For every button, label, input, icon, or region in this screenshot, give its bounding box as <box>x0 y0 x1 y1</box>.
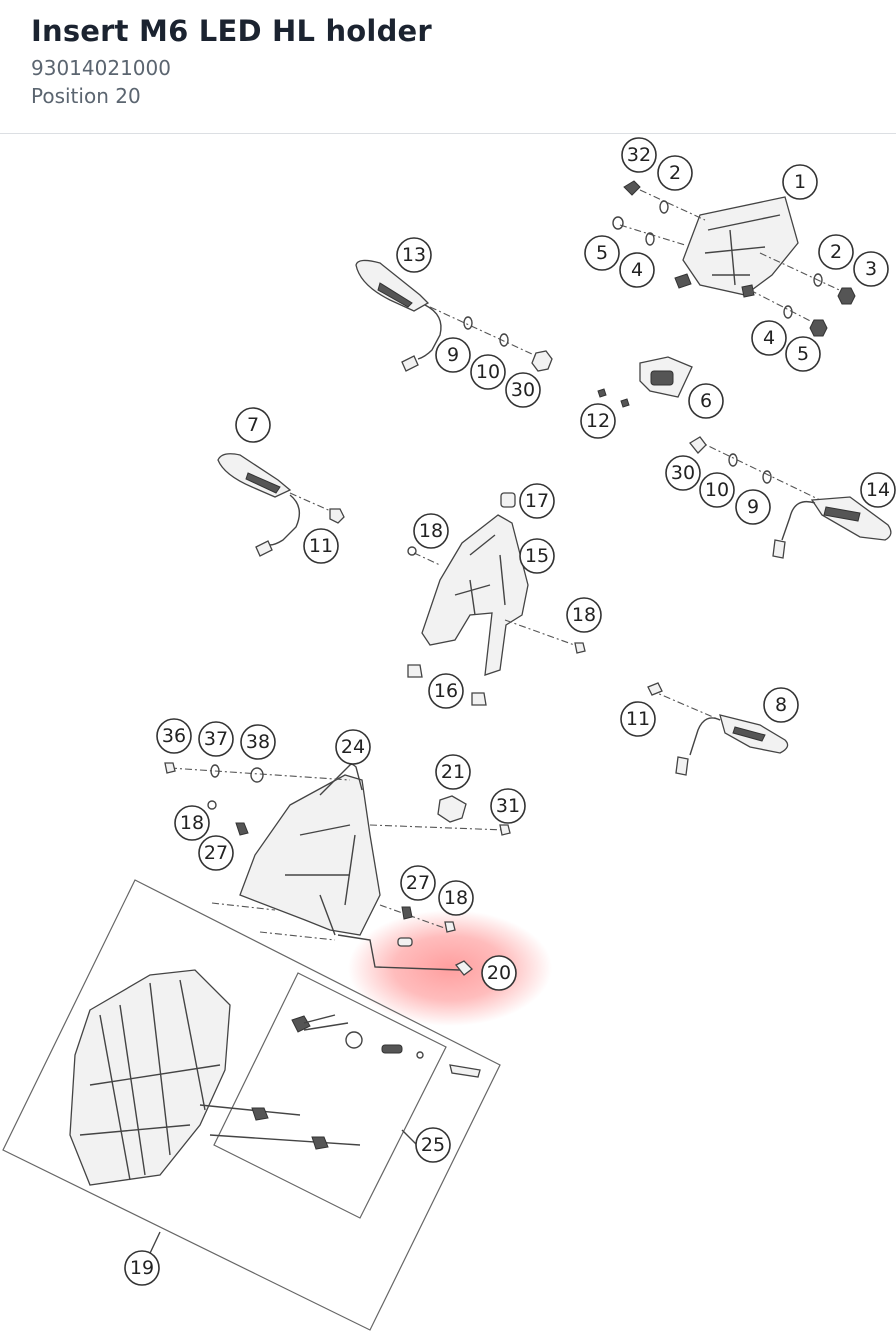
svg-text:19: 19 <box>130 1257 154 1279</box>
svg-text:10: 10 <box>476 361 500 383</box>
turn-signal-7 <box>217 453 345 557</box>
svg-text:11: 11 <box>626 708 650 730</box>
callout-13[interactable]: 13 <box>396 237 432 273</box>
callout-12[interactable]: 12 <box>580 403 616 439</box>
part-number: 93014021000 <box>31 56 171 80</box>
svg-text:3: 3 <box>865 258 877 280</box>
svg-text:14: 14 <box>866 479 890 501</box>
callout-31[interactable]: 31 <box>490 788 526 824</box>
headlight-bracket-15 <box>407 492 586 706</box>
svg-text:30: 30 <box>511 379 535 401</box>
svg-text:13: 13 <box>402 244 426 266</box>
svg-text:5: 5 <box>596 242 608 264</box>
callout-4-left[interactable]: 4 <box>619 252 655 288</box>
svg-text:32: 32 <box>627 144 651 166</box>
callout-18-right[interactable]: 18 <box>438 880 474 916</box>
callout-27-left[interactable]: 27 <box>198 835 234 871</box>
callout-38[interactable]: 38 <box>240 724 276 760</box>
callout-10-right[interactable]: 10 <box>699 472 735 508</box>
callout-8[interactable]: 8 <box>763 687 799 723</box>
turn-signal-8 <box>647 682 789 776</box>
svg-text:16: 16 <box>434 680 458 702</box>
callout-32[interactable]: 32 <box>621 137 657 173</box>
callout-18-upper[interactable]: 18 <box>413 513 449 549</box>
callout-15[interactable]: 15 <box>519 538 555 574</box>
svg-text:37: 37 <box>204 728 228 750</box>
headlight-housing-24 <box>164 762 511 976</box>
callout-18-mid[interactable]: 18 <box>566 597 602 633</box>
callout-21[interactable]: 21 <box>435 754 471 790</box>
tail-light-part <box>612 180 856 337</box>
callout-30-right[interactable]: 30 <box>665 455 701 491</box>
svg-text:30: 30 <box>671 462 695 484</box>
callout-19[interactable]: 19 <box>124 1250 160 1286</box>
callout-24[interactable]: 24 <box>335 729 371 765</box>
callout-4-right[interactable]: 4 <box>751 320 787 356</box>
callout-6[interactable]: 6 <box>688 383 724 419</box>
license-light-6 <box>597 356 693 408</box>
svg-text:31: 31 <box>496 795 520 817</box>
svg-text:21: 21 <box>441 761 465 783</box>
callout-16[interactable]: 16 <box>428 673 464 709</box>
part-title: Insert M6 LED HL holder <box>31 14 432 48</box>
svg-text:18: 18 <box>419 520 443 542</box>
svg-text:7: 7 <box>247 414 259 436</box>
callout-2-right[interactable]: 2 <box>818 234 854 270</box>
turn-signal-14 <box>689 436 892 559</box>
callout-11-right[interactable]: 11 <box>620 701 656 737</box>
part-header: Insert M6 LED HL holder 93014021000 Posi… <box>0 0 896 134</box>
turn-signal-13 <box>355 259 553 372</box>
svg-text:6: 6 <box>700 390 712 412</box>
callout-25[interactable]: 25 <box>415 1127 451 1163</box>
svg-text:18: 18 <box>180 812 204 834</box>
callout-30-left[interactable]: 30 <box>505 372 541 408</box>
svg-text:38: 38 <box>246 731 270 753</box>
callout-18-left[interactable]: 18 <box>174 805 210 841</box>
svg-text:4: 4 <box>763 327 775 349</box>
callouts: 32 2 1 5 4 2 3 4 5 13 9 10 30 6 12 7 11 … <box>124 137 896 1286</box>
svg-text:17: 17 <box>525 490 549 512</box>
callout-5-right[interactable]: 5 <box>785 336 821 372</box>
svg-text:2: 2 <box>669 162 681 184</box>
callout-11-left[interactable]: 11 <box>303 528 339 564</box>
svg-text:25: 25 <box>421 1134 445 1156</box>
svg-text:15: 15 <box>525 545 549 567</box>
svg-text:12: 12 <box>586 410 610 432</box>
svg-text:1: 1 <box>794 171 806 193</box>
exploded-parts-diagram: 32 2 1 5 4 2 3 4 5 13 9 10 30 6 12 7 11 … <box>0 135 896 1335</box>
callout-20-highlighted[interactable]: 20 <box>481 955 517 991</box>
svg-text:20: 20 <box>487 962 511 984</box>
svg-text:36: 36 <box>162 725 186 747</box>
callout-7[interactable]: 7 <box>235 407 271 443</box>
svg-text:18: 18 <box>444 887 468 909</box>
callout-10-left[interactable]: 10 <box>470 354 506 390</box>
callout-27-right[interactable]: 27 <box>400 865 436 901</box>
callout-9-left[interactable]: 9 <box>435 337 471 373</box>
svg-text:9: 9 <box>447 344 459 366</box>
svg-text:11: 11 <box>309 535 333 557</box>
callout-3[interactable]: 3 <box>853 251 889 287</box>
part-position: Position 20 <box>31 84 141 108</box>
callout-17[interactable]: 17 <box>519 483 555 519</box>
svg-text:5: 5 <box>797 343 809 365</box>
svg-text:10: 10 <box>705 479 729 501</box>
svg-text:24: 24 <box>341 736 365 758</box>
svg-text:8: 8 <box>775 694 787 716</box>
headlight-lens-19 <box>2 879 501 1331</box>
callout-36[interactable]: 36 <box>156 718 192 754</box>
svg-text:2: 2 <box>830 241 842 263</box>
svg-text:27: 27 <box>406 872 430 894</box>
svg-text:4: 4 <box>631 259 643 281</box>
svg-text:9: 9 <box>747 496 759 518</box>
callout-5-left[interactable]: 5 <box>584 235 620 271</box>
callout-37[interactable]: 37 <box>198 721 234 757</box>
callout-1[interactable]: 1 <box>782 164 818 200</box>
svg-text:18: 18 <box>572 604 596 626</box>
callout-9-right[interactable]: 9 <box>735 489 771 525</box>
svg-text:27: 27 <box>204 842 228 864</box>
callout-14[interactable]: 14 <box>860 472 896 508</box>
callout-2-top[interactable]: 2 <box>657 155 693 191</box>
